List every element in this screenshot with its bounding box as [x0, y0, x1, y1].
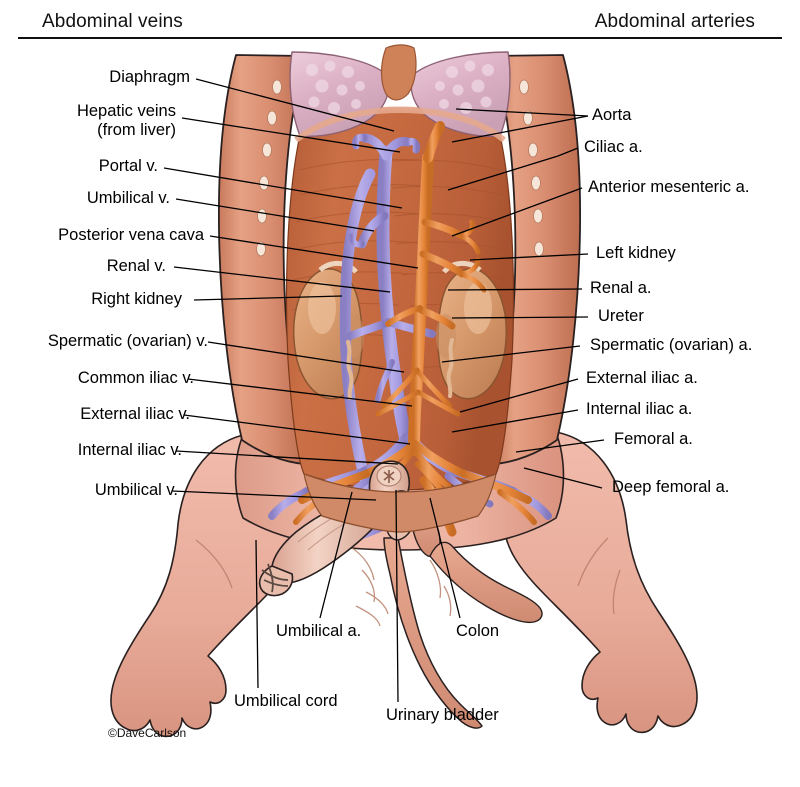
aorta-vessel	[408, 152, 434, 456]
label-hepatic-veins-text: Hepatic veins	[76, 102, 176, 120]
label-common-iliac-v-text: Common iliac v.	[77, 369, 194, 387]
label-colon-text: Colon	[456, 622, 500, 640]
renal-artery-left	[417, 306, 456, 330]
label-external-iliac-v-text: External iliac v.	[80, 405, 190, 423]
label-internal-iliac-a: Internal iliac a.	[586, 400, 692, 420]
label-spermatic-ovarian-v: Spermatic (ovarian) v.	[48, 332, 208, 352]
label-posterior-vena-cava: Posterior vena cava	[58, 226, 204, 246]
label-spermatic-ovarian-a-text: Spermatic (ovarian) a.	[590, 336, 753, 354]
label-left-kidney-text: Left kidney	[596, 244, 676, 262]
label-diaphragm-text: Diaphragm	[109, 68, 190, 86]
label-internal-iliac-v: Internal iliac v.	[78, 441, 182, 461]
label-ciliac-a: Ciliac a.	[584, 138, 643, 158]
copyright-credit: ©DaveCarlson	[108, 726, 187, 740]
label-ciliac-a-text: Ciliac a.	[584, 138, 643, 156]
label-aorta-text: Aorta	[592, 106, 632, 124]
header-title-veins: Abdominal veins	[42, 11, 183, 32]
label-anterior-mesenteric-a-text: Anterior mesenteric a.	[588, 178, 750, 196]
header-title-arteries: Abdominal arteries	[594, 11, 755, 32]
anterior-mesenteric-artery	[419, 250, 466, 278]
label-ureter-text: Ureter	[598, 307, 644, 325]
label-umbilical-v-upper: Umbilical v.	[87, 189, 170, 209]
label-renal-v: Renal v.	[107, 257, 166, 277]
label-femoral-a: Femoral a.	[614, 430, 693, 450]
label-umbilical-v-lower-text: Umbilical v.	[94, 481, 178, 499]
label-external-iliac-a: External iliac a.	[586, 369, 698, 389]
renal-vein-right	[346, 320, 388, 340]
label-external-iliac-v: External iliac v.	[80, 405, 190, 425]
renal-artery-right	[385, 305, 423, 327]
label-umbilical-a: Umbilical a.	[276, 622, 361, 642]
label-diaphragm: Diaphragm	[109, 68, 190, 88]
label-left-kidney: Left kidney	[596, 244, 676, 264]
femoral-artery-right	[460, 470, 532, 504]
label-internal-iliac-v-text: Internal iliac v.	[77, 441, 182, 459]
groin-detail	[195, 537, 621, 627]
external-iliac-artery-right	[411, 440, 468, 478]
label-portal-v-text: Portal v.	[98, 157, 158, 175]
label-urinary-bladder-text: Urinary bladder	[386, 706, 499, 724]
label-ureter: Ureter	[598, 307, 644, 327]
label-urinary-bladder: Urinary bladder	[386, 706, 499, 726]
label-umbilical-v-upper-text: Umbilical v.	[86, 189, 170, 207]
label-renal-v-text: Renal v.	[106, 257, 166, 275]
label-aorta: Aorta	[592, 106, 631, 126]
label-internal-iliac-a-text: Internal iliac a.	[586, 400, 693, 418]
label-external-iliac-a-text: External iliac a.	[586, 369, 698, 387]
label-right-kidney-text: Right kidney	[91, 290, 182, 308]
label-umbilical-a-text: Umbilical a.	[276, 622, 362, 640]
label-posterior-vena-cava-text: Posterior vena cava	[58, 226, 204, 244]
label-colon: Colon	[456, 622, 499, 642]
label-anterior-mesenteric-a: Anterior mesenteric a.	[588, 178, 749, 198]
label-portal-v: Portal v.	[99, 157, 158, 177]
label-renal-a-text: Renal a.	[590, 279, 652, 297]
label-hepatic-veins-text2: (from liver)	[97, 121, 176, 139]
header: Abdominal veins Abdominal arteries	[0, 0, 800, 40]
label-femoral-a-text: Femoral a.	[614, 430, 693, 448]
label-right-kidney: Right kidney	[91, 290, 182, 310]
label-umbilical-v-lower: Umbilical v.	[95, 481, 178, 501]
label-common-iliac-v: Common iliac v.	[78, 369, 194, 389]
label-deep-femoral-a: Deep femoral a.	[612, 478, 729, 498]
label-renal-a: Renal a.	[590, 279, 651, 299]
label-spermatic-ovarian-v-text: Spermatic (ovarian) v.	[47, 332, 208, 350]
label-umbilical-cord-text: Umbilical cord	[234, 692, 338, 710]
label-hepatic-veins: Hepatic veins (from liver)	[77, 102, 176, 140]
label-umbilical-cord: Umbilical cord	[234, 692, 338, 712]
deep-femoral-artery-right	[497, 489, 537, 525]
label-spermatic-ovarian-a: Spermatic (ovarian) a.	[590, 336, 752, 356]
tail	[383, 537, 483, 729]
label-deep-femoral-a-text: Deep femoral a.	[612, 478, 730, 496]
header-divider	[18, 37, 782, 39]
spermatic-artery-left	[414, 367, 453, 409]
